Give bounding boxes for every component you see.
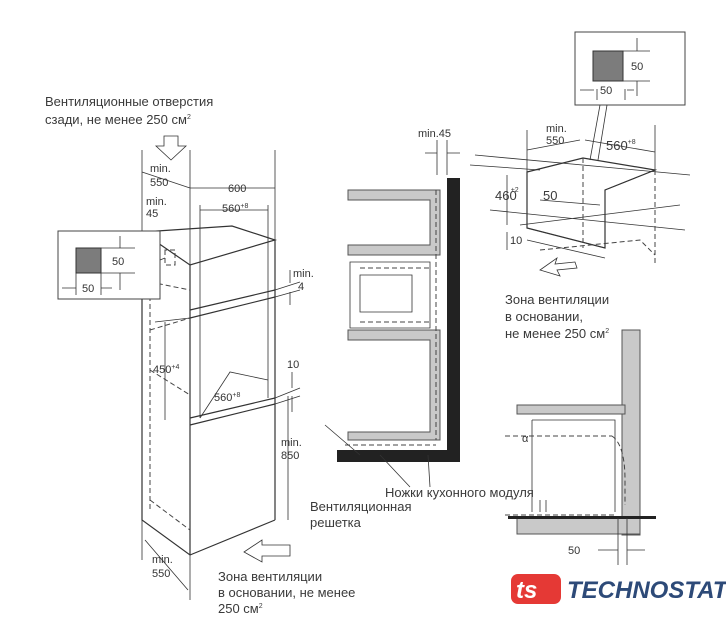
logo-mark: ts [516,577,537,604]
top-gap-min-label: min. [293,268,314,280]
width-600-label: 600 [228,183,246,195]
legs-label: Ножки кухонного модуля [385,485,534,500]
right-inset-height: 50 [631,61,643,73]
base-vent-line2: в основании, не менее [218,585,355,600]
bottom-depth-min-label: min. [152,554,173,566]
right-vent-inset: 50 50 [574,31,686,161]
niche-floor-width-label: 560+8 [214,392,240,404]
right-rear-gap-label: 50 [543,188,557,203]
bottom-depth-value: 550 [152,568,170,580]
left-vent-inset: 50 50 [57,230,166,300]
left-inset-width: 50 [82,283,94,295]
niche-height-label: 450+4 [153,364,179,376]
tall-cabinet-diagram: Вентиляционные отверстия сзади, не менее… [45,94,355,616]
grille-label-line2: решетка [310,515,362,530]
base-vent-line1: Зона вентиляции [218,569,322,584]
undercounter-section: α 50 [505,329,656,565]
technostatus-logo: ts TECHNOSTATUS [511,574,726,604]
bottom-gap-label: 50 [568,545,580,557]
right-shelf-thickness: 10 [510,235,522,247]
niche-width-label: 560+8 [222,203,248,215]
base-vent-line3: 250 см2 [218,601,263,616]
right-vent-line1: Зона вентиляции [505,292,609,307]
right-base-vent-arrow-icon [539,256,578,277]
right-width-label: 560+8 [606,138,636,153]
rear-vent-label-line2: сзади, не менее 250 см2 [45,112,191,127]
rear-vent-label-line1: Вентиляционные отверстия [45,94,213,109]
base-vent-arrow-icon [243,539,291,563]
rear-vent-arrow-icon [154,135,188,161]
section-gap-label: min.45 [418,128,451,140]
floor-height-min-label: min. [281,437,302,449]
section-diagram: min.45 Ножки кухонного модуля Вентиляцио… [310,128,534,530]
alpha-label: α [522,433,529,445]
depth-min-value: 550 [150,177,168,189]
left-inset-height: 50 [112,256,124,268]
shelf-thickness-label: 10 [287,359,299,371]
right-vent-line2: в основании, [505,309,583,324]
gap-min-label: min. [146,196,167,208]
right-depth-value: 550 [546,135,564,147]
floor-height-value: 850 [281,450,299,462]
gap-min-value: 45 [146,208,158,220]
top-gap-value: 4 [298,281,304,293]
undercounter-diagram: 50 50 min. 550 560+8 460+2 50 10 Зона ве… [469,31,691,341]
right-inset-width: 50 [600,85,612,97]
right-height-label: 460+2 [495,187,519,203]
logo-name: TECHNOSTATUS [567,577,726,604]
right-depth-min-label: min. [546,123,567,135]
right-vent-line3: не менее 250 см2 [505,326,609,341]
grille-label-line1: Вентиляционная [310,499,412,514]
depth-min-label: min. [150,163,171,175]
